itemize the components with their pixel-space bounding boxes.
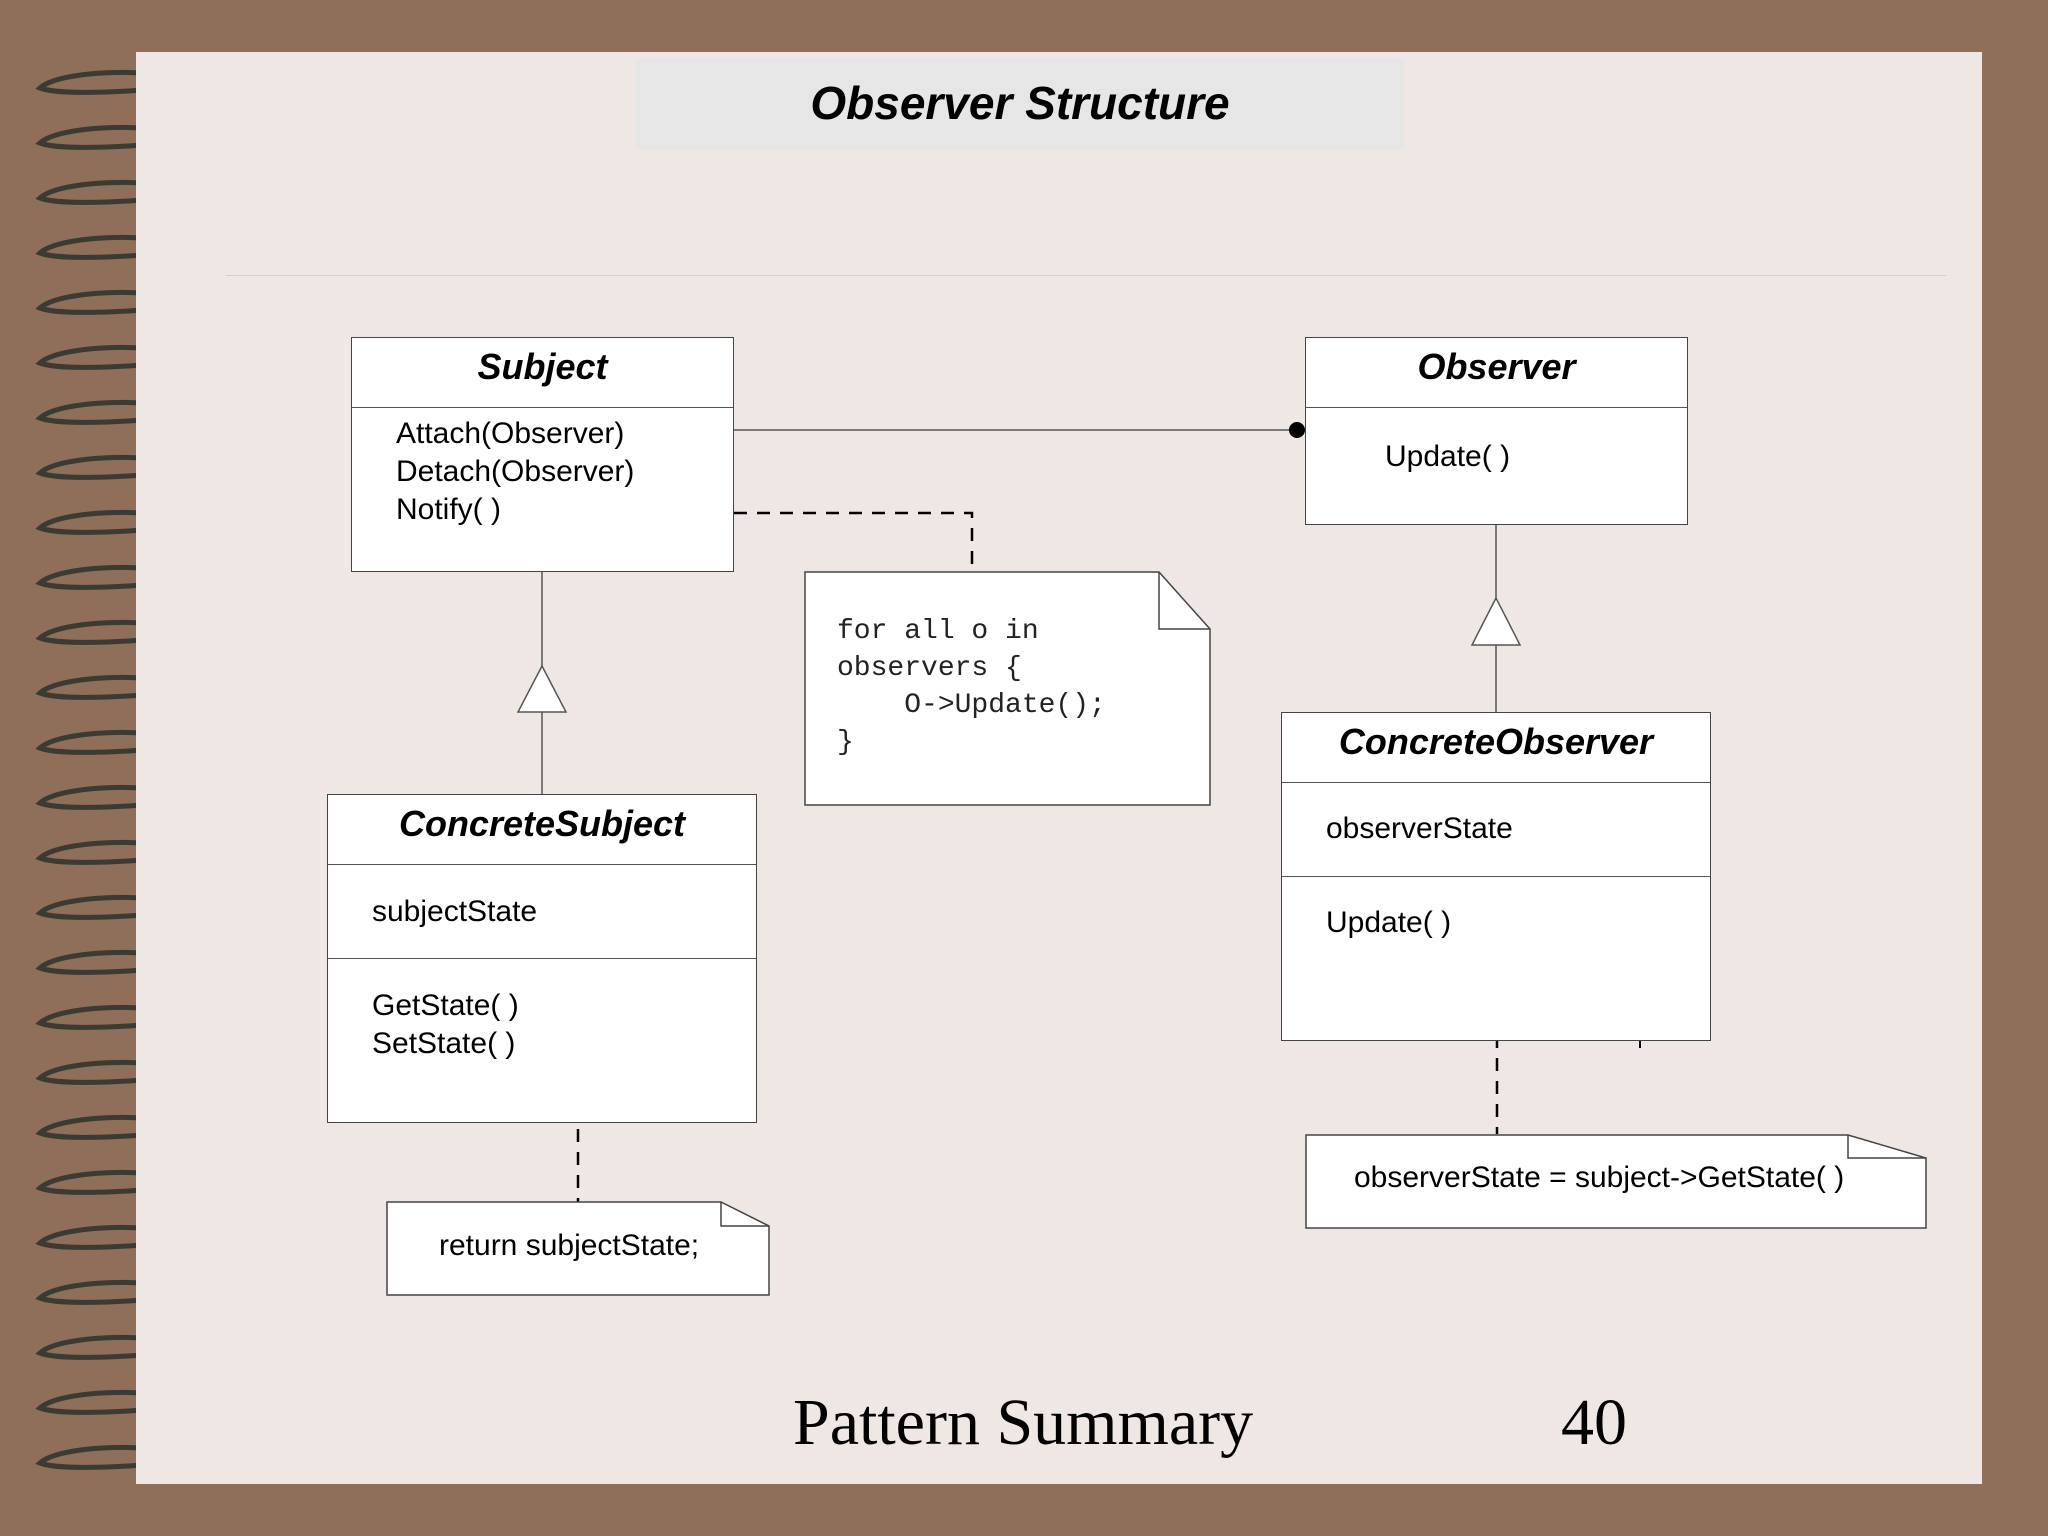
title-divider xyxy=(226,275,1946,276)
concrete-observer-class[interactable]: ConcreteObserver observerState Update( ) xyxy=(1281,712,1711,1041)
page-title: Observer Structure xyxy=(810,77,1230,129)
update-note: observerState = subject->GetState( ) xyxy=(1305,1134,1927,1229)
title-band xyxy=(636,58,1404,150)
notify-note-line-1: for all o in xyxy=(837,616,1039,647)
observer-op-update: Update( ) xyxy=(1385,440,1511,473)
observer-inheritance-arrow xyxy=(1470,596,1522,646)
subject-op-attach: Attach(Observer) xyxy=(396,417,625,450)
subject-operations-section xyxy=(352,407,733,408)
subject-class-name: Subject xyxy=(477,346,608,387)
getstate-note-text: return subjectState; xyxy=(439,1229,700,1262)
concrete-observer-attr-state: observerState xyxy=(1326,812,1513,845)
getstate-note: return subjectState; xyxy=(386,1201,770,1296)
concrete-subject-op-getstate: GetState( ) xyxy=(372,989,519,1022)
notify-note: for all o in observers { O->Update(); } xyxy=(804,571,1211,806)
observer-operations-section xyxy=(1306,407,1687,408)
concrete-subject-attr-state: subjectState xyxy=(372,895,538,928)
subject-class[interactable]: Subject Attach(Observer) Detach(Observer… xyxy=(351,337,734,572)
notify-note-line-2: observers { xyxy=(837,653,1022,684)
subject-op-notify: Notify( ) xyxy=(396,493,501,526)
getstate-note-shape xyxy=(386,1201,770,1296)
observer-class-name: Observer xyxy=(1417,346,1576,387)
update-note-shape xyxy=(1305,1134,1927,1229)
update-note-text: observerState = subject->GetState( ) xyxy=(1354,1161,1845,1194)
concrete-subject-class-name: ConcreteSubject xyxy=(398,803,686,844)
observer-class[interactable]: Observer Update( ) xyxy=(1305,337,1688,525)
page-number: 40 xyxy=(1561,1386,1627,1459)
concrete-observer-class-name: ConcreteObserver xyxy=(1338,721,1654,762)
concrete-subject-operations-section xyxy=(328,958,756,959)
association-end-dot xyxy=(1289,422,1305,438)
concrete-observer-operations-section xyxy=(1282,876,1710,877)
subject-inheritance-arrow xyxy=(516,664,568,713)
concrete-subject-class[interactable]: ConcreteSubject subjectState GetState( )… xyxy=(327,794,757,1123)
concrete-subject-op-setstate: SetState( ) xyxy=(372,1027,516,1060)
notify-note-shape xyxy=(804,571,1211,806)
concrete-observer-attributes-section xyxy=(1282,782,1710,783)
footer-text: Pattern Summary xyxy=(793,1386,1254,1459)
concrete-subject-attributes-section xyxy=(328,864,756,865)
subject-op-detach: Detach(Observer) xyxy=(396,455,635,488)
notify-note-line-3: O->Update(); xyxy=(837,690,1106,721)
notify-note-line-4: } xyxy=(837,727,854,758)
concrete-observer-op-update: Update( ) xyxy=(1326,906,1452,939)
